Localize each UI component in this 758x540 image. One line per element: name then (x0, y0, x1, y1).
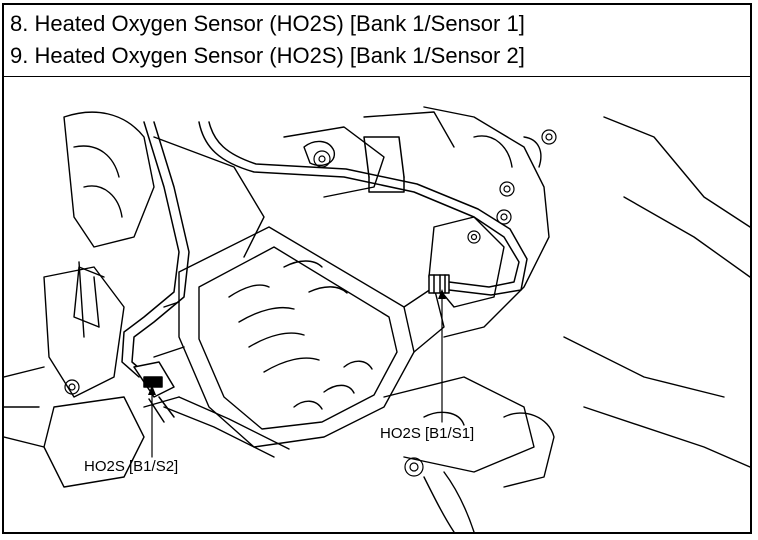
document-frame: 8. Heated Oxygen Sensor (HO2S) [Bank 1/S… (2, 3, 752, 534)
callout-label-sensor2: HO2S [B1/S2] (84, 458, 178, 475)
sensor2-connector (133, 361, 175, 423)
caption-header: 8. Heated Oxygen Sensor (HO2S) [Bank 1/S… (4, 5, 750, 77)
arrowhead-sensor1 (438, 289, 446, 299)
callout-pointers (151, 294, 443, 458)
sensor1-harness (198, 121, 528, 296)
caption-line-sensor1: 8. Heated Oxygen Sensor (HO2S) [Bank 1/S… (10, 11, 525, 36)
sensor2-harness (121, 121, 190, 378)
lower-pipes (73, 261, 475, 533)
engine-block-outline (3, 106, 751, 488)
sensor1-connector (428, 274, 450, 294)
arrowhead-sensor2 (148, 385, 156, 395)
exhaust-flange (383, 376, 535, 473)
catalytic-converter (143, 226, 445, 448)
caption-line-sensor2: 9. Heated Oxygen Sensor (HO2S) [Bank 1/S… (10, 43, 525, 68)
callout-label-sensor1: HO2S [B1/S1] (380, 425, 474, 442)
engine-diagram: HO2S [B1/S1] HO2S [B1/S2] (3, 77, 751, 533)
bolt-heads (64, 129, 557, 477)
